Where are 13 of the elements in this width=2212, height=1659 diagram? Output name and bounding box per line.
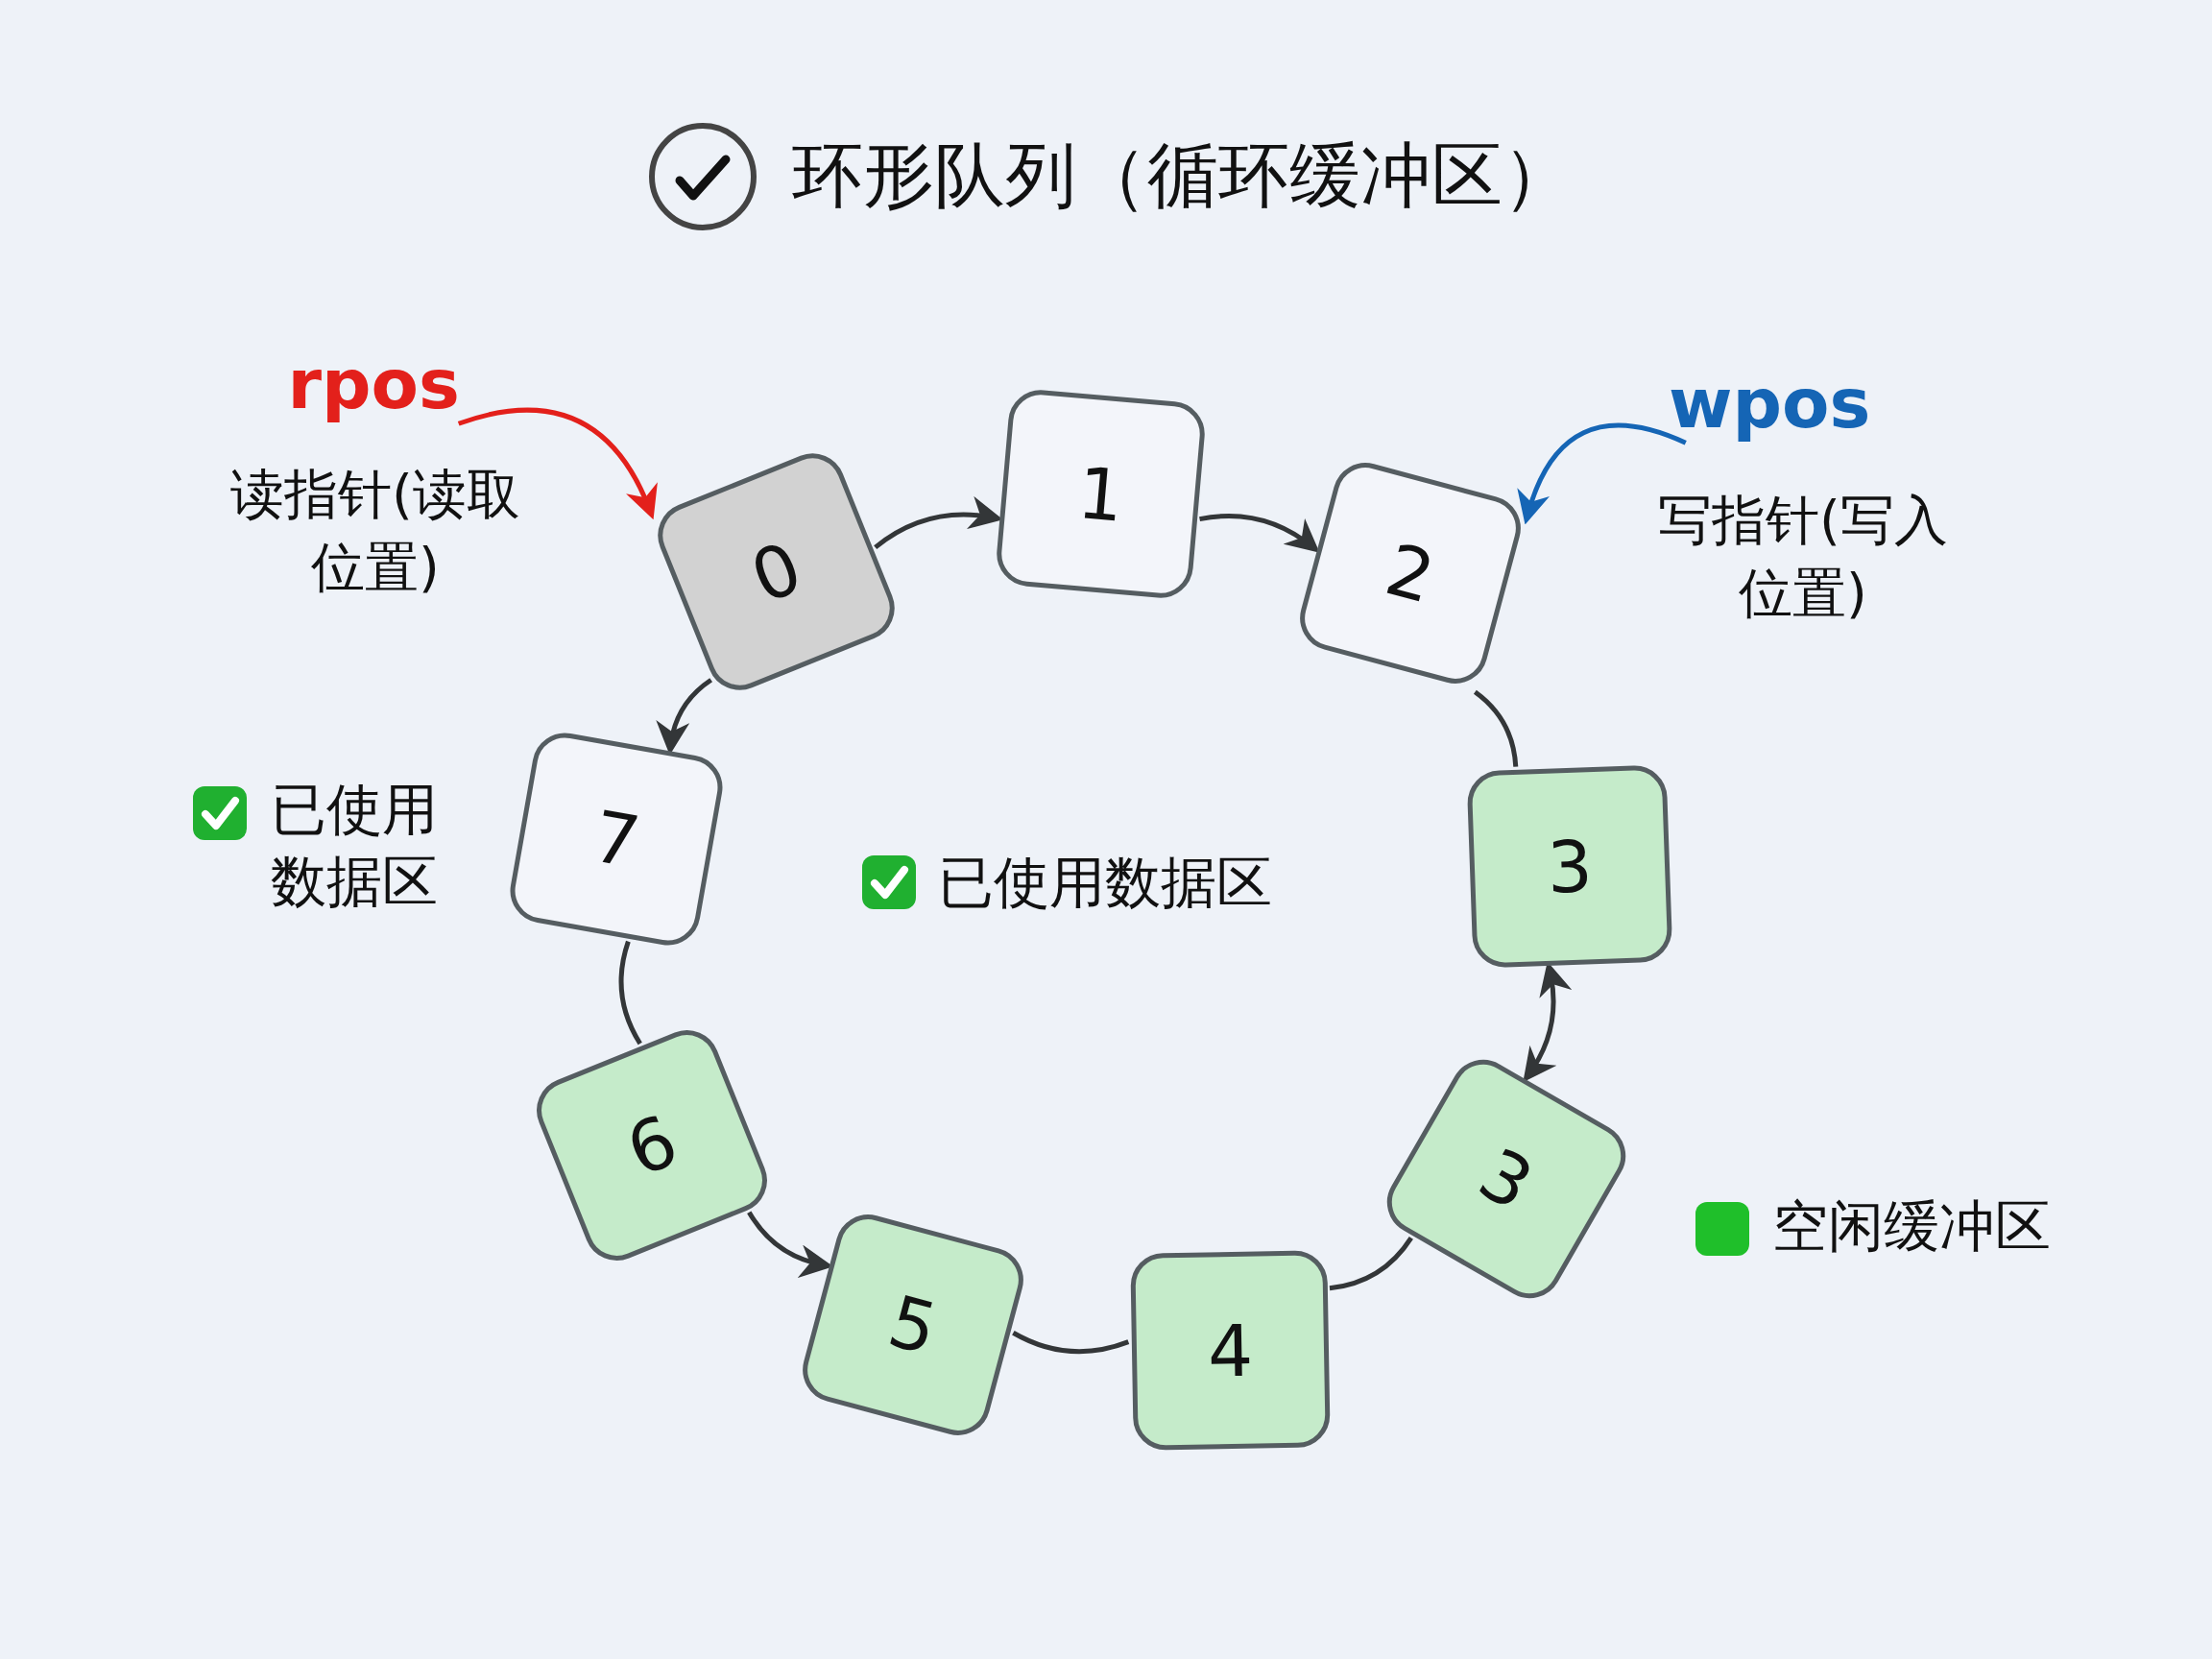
pointer-arrow: [1518, 422, 1687, 525]
title: 环形队列（循环缓冲区）: [792, 132, 1574, 218]
legend-text: 空闲缓冲区: [1772, 1192, 2052, 1261]
buffer-slot: 4: [1129, 1249, 1331, 1451]
arrow: [1199, 514, 1320, 553]
buffer-slot: 3: [1466, 763, 1673, 969]
pointer-arrow: [457, 407, 657, 519]
legend-text: 已使用数据区: [271, 776, 439, 917]
connector-line: [618, 940, 642, 1046]
legend-text: 已使用数据区: [938, 849, 1273, 917]
connector-line: [1473, 689, 1519, 767]
pointer-caption: 写指针(写入位置): [1657, 488, 1949, 626]
pointer-caption: 读指针(读取位置): [229, 462, 521, 600]
